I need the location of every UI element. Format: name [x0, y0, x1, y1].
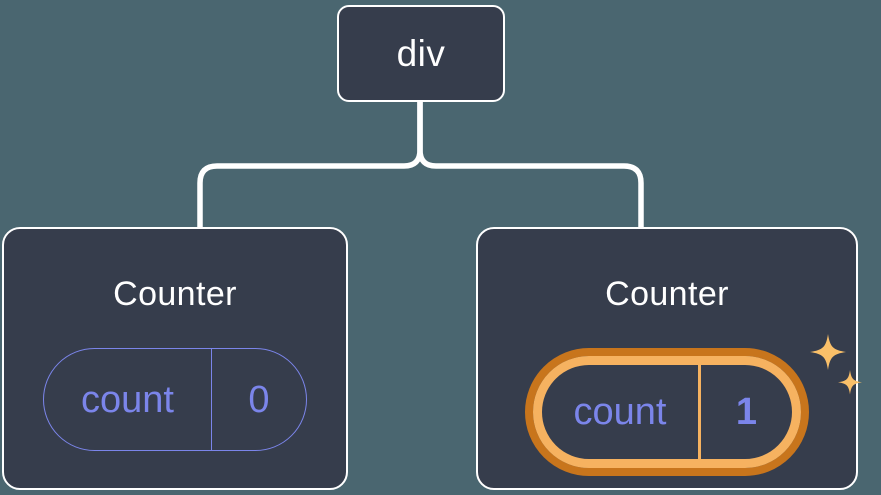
- sparkle-small-icon: [838, 370, 862, 395]
- state-value-cell-left: 0: [212, 349, 306, 450]
- component-title-left: Counter: [113, 275, 237, 313]
- node-div[interactable]: div: [337, 5, 505, 102]
- sparkle-group: [810, 334, 862, 395]
- component-title-right: Counter: [605, 275, 729, 313]
- state-pill-inner-ring-right: count 1: [533, 356, 801, 468]
- state-key-label-left: count: [81, 378, 174, 421]
- state-pill-wrap-left: count 0: [43, 348, 307, 451]
- state-value-label-right: 1: [735, 391, 758, 433]
- state-pill-wrap-right: count 1: [525, 334, 862, 476]
- state-value-cell-right: 1: [701, 365, 792, 459]
- node-div-label: div: [396, 33, 446, 74]
- state-value-label-left: 0: [248, 378, 270, 421]
- connector-left-branch: [197, 98, 423, 232]
- state-pill-right[interactable]: count 1: [525, 348, 809, 476]
- state-key-label-right: count: [573, 391, 667, 433]
- state-key-cell-right: count: [542, 365, 701, 459]
- state-pill-left[interactable]: count 0: [43, 348, 307, 451]
- connector-right-branch: [417, 98, 644, 232]
- node-counter-right[interactable]: Counter count 1: [476, 227, 862, 490]
- sparkle-large-icon: [810, 334, 846, 370]
- node-counter-left[interactable]: Counter count 0: [2, 227, 348, 490]
- state-key-cell-left: count: [44, 349, 212, 450]
